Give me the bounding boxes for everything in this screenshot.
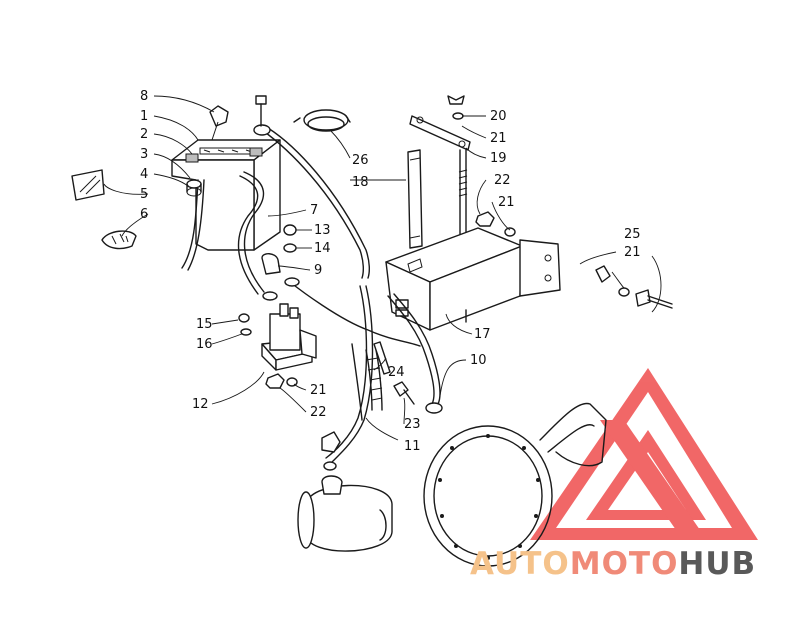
callout-4: 4 [140, 167, 148, 182]
watermark-hub: HUB [678, 546, 756, 582]
callout-26: 26 [352, 153, 369, 168]
cap-nut [321, 431, 341, 453]
callout-15: 15 [196, 317, 213, 332]
cable-7 [243, 171, 265, 293]
leader-lines [103, 95, 662, 441]
callout-9: 9 [314, 263, 322, 278]
callout-labels: 8 1 2 3 4 5 6 7 13 14 9 15 16 12 21 22 2… [140, 89, 641, 454]
callout-1: 1 [140, 109, 148, 124]
callout-5: 5 [140, 187, 148, 202]
callout-19: 19 [490, 151, 507, 166]
battery-tray-17 [385, 227, 561, 331]
callout-18: 18 [352, 175, 369, 190]
callout-23: 23 [404, 417, 421, 432]
callout-21-bolt: 21 [624, 245, 641, 260]
callout-17: 17 [474, 327, 491, 342]
callout-25: 25 [624, 227, 641, 242]
cable-10 [387, 295, 435, 405]
spacer-4 [186, 179, 202, 197]
callout-16: 16 [196, 337, 213, 352]
watermark-auto: AUTO [470, 546, 570, 582]
bolt-23 [393, 381, 409, 397]
solenoid-12 [261, 303, 317, 371]
nut-22b [265, 373, 285, 389]
nut-22 [475, 211, 495, 227]
callout-3: 3 [140, 147, 148, 162]
flywheel-housing [423, 402, 607, 567]
nut-15 [238, 313, 250, 323]
washer-21 [504, 227, 516, 237]
washer-14 [283, 243, 297, 253]
callout-21-tray: 21 [498, 195, 515, 210]
pad-6 [101, 230, 137, 250]
callout-6: 6 [140, 207, 148, 222]
decal-5 [71, 169, 105, 201]
callout-13: 13 [314, 223, 331, 238]
callout-7: 7 [310, 203, 318, 218]
bracket-19 [409, 115, 471, 151]
conduit-23 [365, 349, 383, 411]
callout-21-solenoid: 21 [310, 383, 327, 398]
callout-2: 2 [140, 127, 148, 142]
battery [171, 105, 281, 271]
callout-12: 12 [192, 397, 209, 412]
bolt-25 [595, 265, 673, 309]
cable-11 [331, 285, 374, 463]
watermark-moto: MOTO [570, 546, 679, 582]
washer-16 [240, 328, 252, 336]
callout-21-top: 21 [490, 131, 507, 146]
wing-nut-20 [447, 95, 465, 120]
callout-14: 14 [314, 241, 331, 256]
callout-11: 11 [404, 439, 421, 454]
callout-22-tray: 22 [494, 173, 511, 188]
callout-8: 8 [140, 89, 148, 104]
watermark-text: AUTOMOTOHUB [470, 546, 756, 582]
callout-24: 24 [388, 365, 405, 380]
positive-cable [261, 129, 365, 279]
clip-24 [373, 341, 391, 375]
callout-20: 20 [490, 109, 507, 124]
boot-9 [261, 253, 281, 275]
strap-18 [407, 149, 423, 249]
starter-motor [297, 461, 393, 552]
callout-10: 10 [470, 353, 487, 368]
clamp-26 [293, 109, 351, 132]
nut-13 [283, 224, 297, 236]
callout-22-solenoid: 22 [310, 405, 327, 420]
automotohub-logo-icon [530, 368, 758, 540]
